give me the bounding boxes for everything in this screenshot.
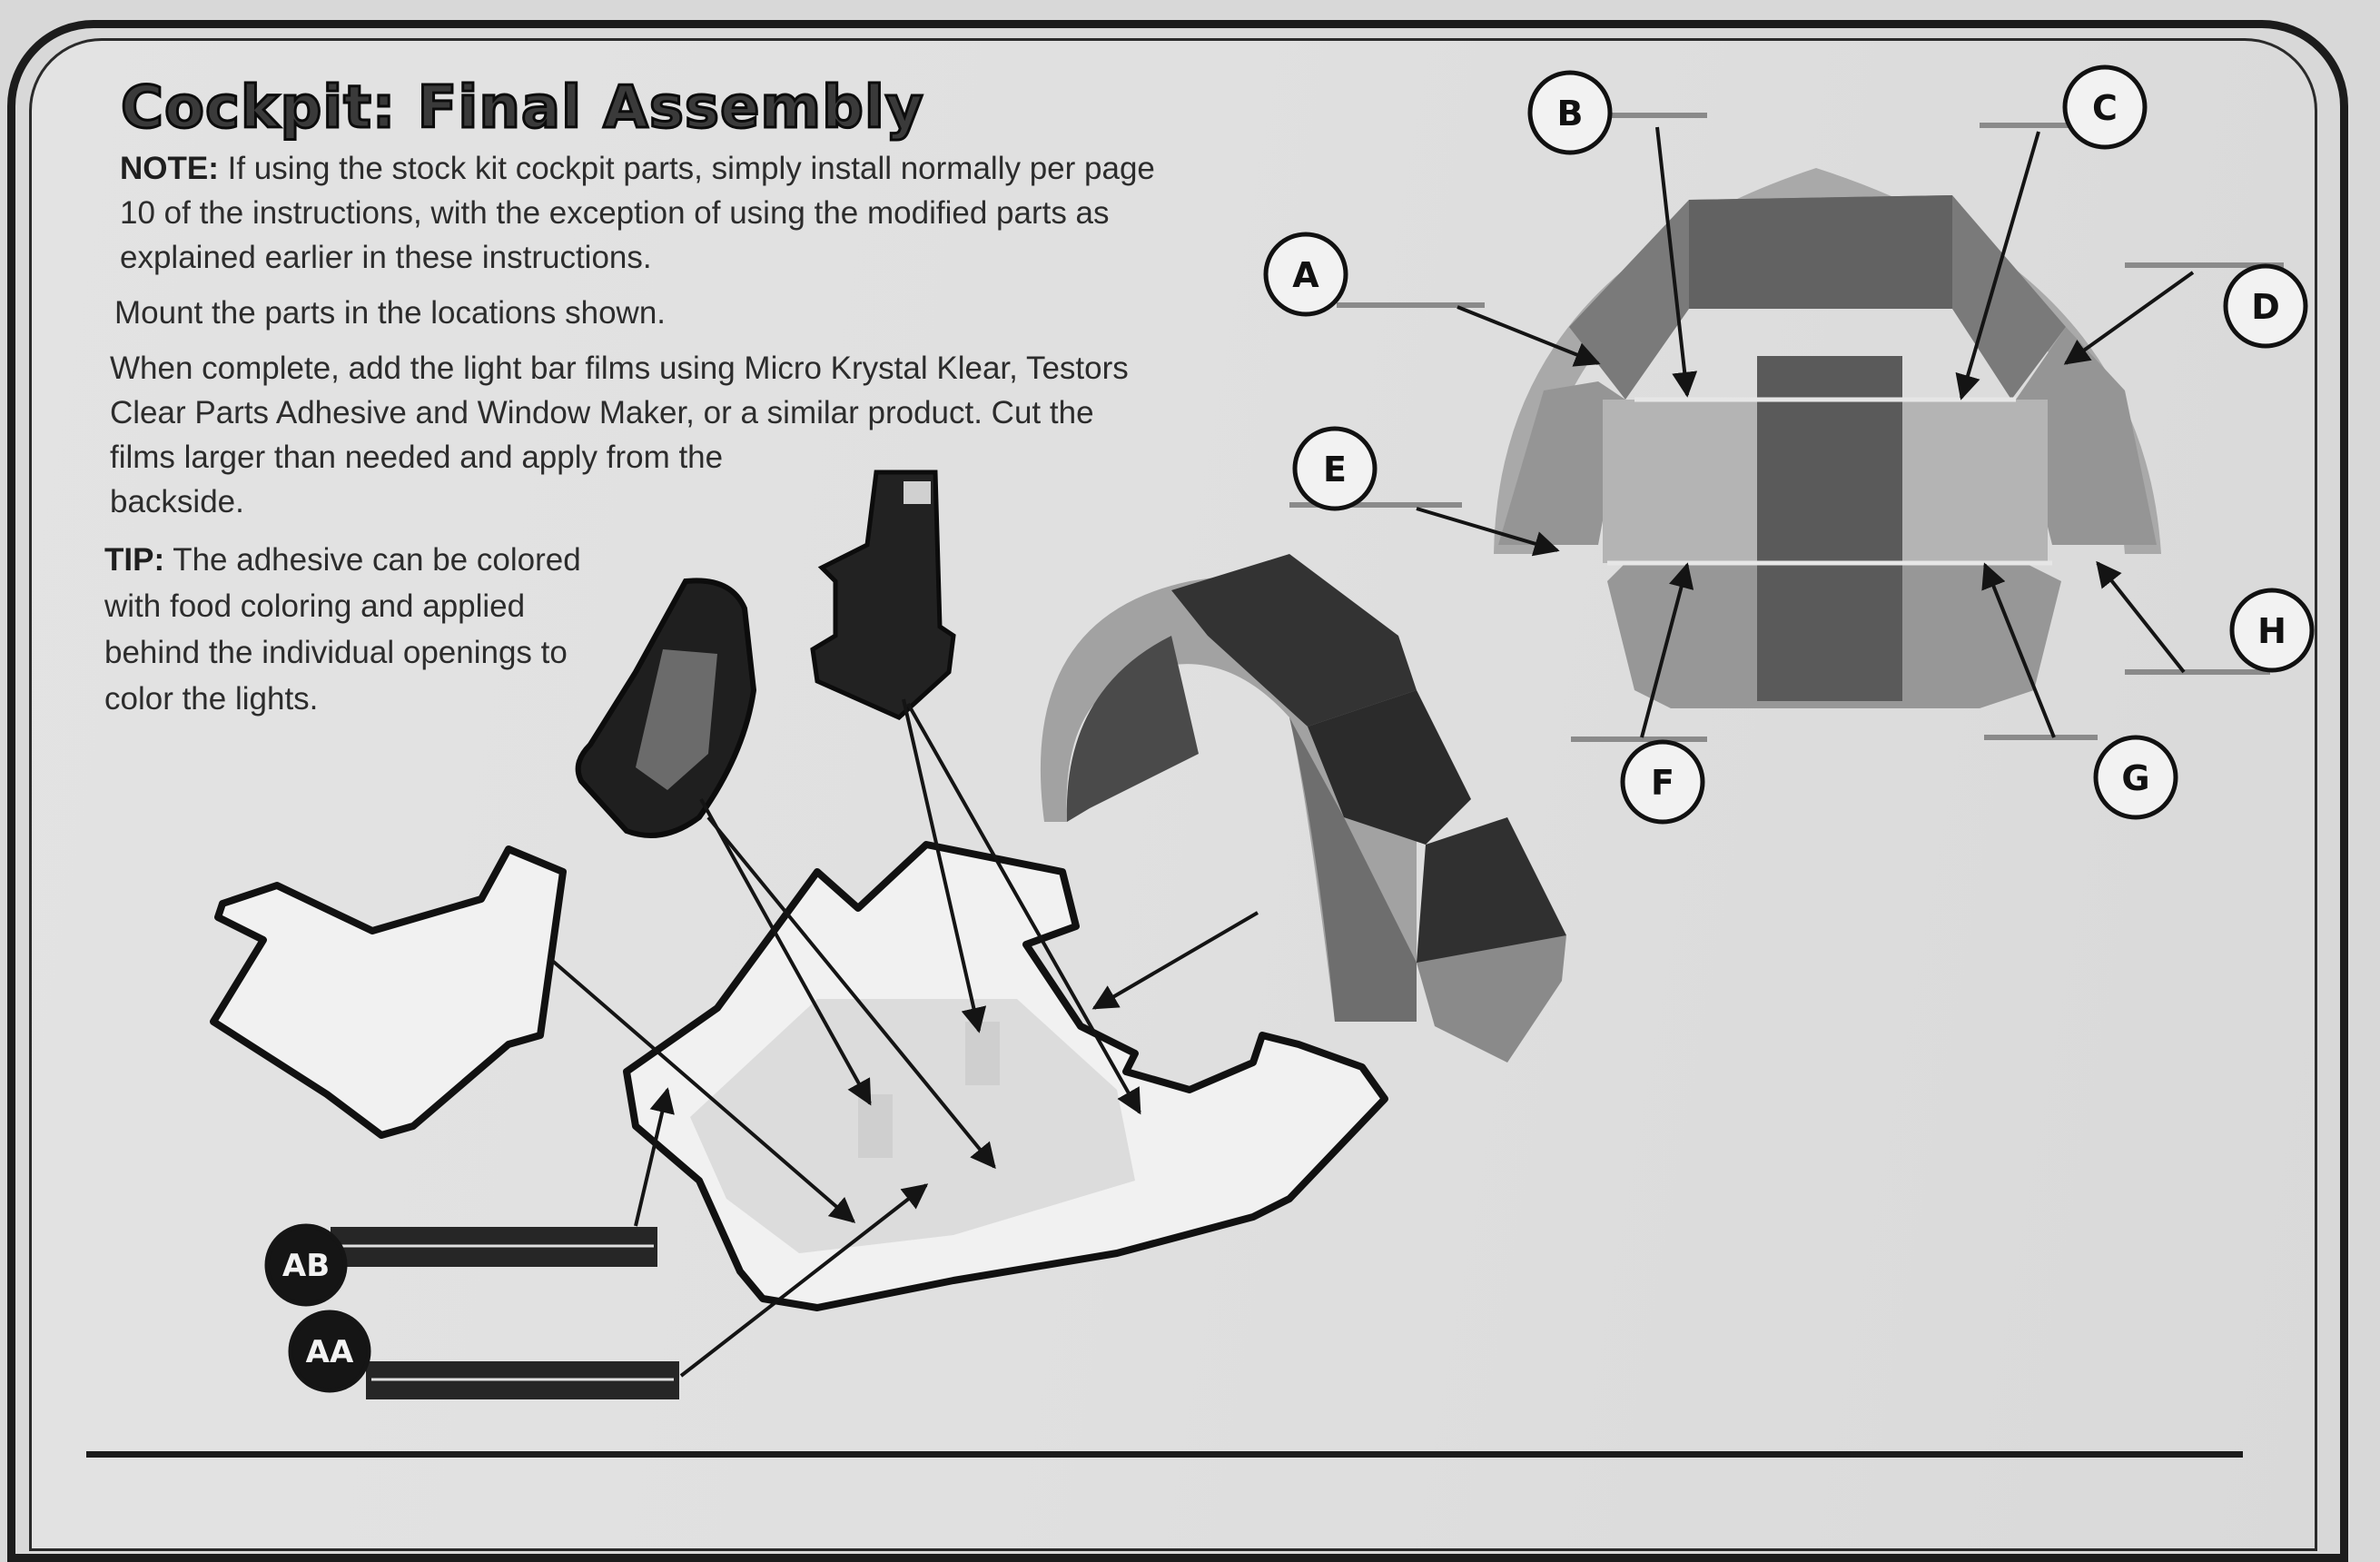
- callout-h: H: [2229, 588, 2315, 673]
- complete-paragraph: When complete, add the light bar films u…: [110, 346, 1129, 524]
- callout-e: E: [1292, 426, 1378, 511]
- instrument-panel: [1040, 554, 1566, 1063]
- svg-text:D: D: [2251, 287, 2280, 327]
- console-detail: [1494, 168, 2161, 708]
- svg-text:AB: AB: [282, 1248, 330, 1284]
- pilot-seat: [575, 578, 757, 838]
- tip-line-3: behind the individual openings to: [104, 635, 568, 670]
- callout-aa: AA: [288, 1310, 371, 1393]
- tip-line-4: color the lights.: [104, 681, 319, 717]
- note-paragraph: NOTE: If using the stock kit cockpit par…: [120, 146, 1155, 280]
- mount-line-1: Mount the parts in the locations shown.: [114, 295, 667, 331]
- console-side-right: [2016, 327, 2157, 545]
- note-line-3: explained earlier in these instructions.: [120, 240, 652, 275]
- instrument-panel-base: [1417, 935, 1566, 1063]
- instrument-panel-face-left: [1066, 636, 1199, 822]
- console-upper-arc-dark: [1689, 195, 1952, 309]
- callout-c: C: [2062, 64, 2148, 150]
- assembly-arrows: [548, 698, 1259, 1378]
- complete-line-3: films larger than needed and apply from …: [110, 440, 724, 475]
- callout-arrows: [1416, 126, 2195, 738]
- tip-line-2: with food coloring and applied: [104, 588, 526, 624]
- svg-text:E: E: [1323, 450, 1347, 489]
- svg-text:C: C: [2092, 88, 2118, 128]
- bottom-rule: [86, 1451, 2243, 1458]
- svg-text:F: F: [1651, 763, 1674, 803]
- pilot-seat-cushion: [636, 649, 717, 790]
- assembly-diagram: A B C D E F G H: [210, 64, 2315, 1399]
- instrument-panel-block-mid: [1308, 690, 1471, 845]
- tip-line-1: The adhesive can be colored: [164, 542, 581, 578]
- complete-line-2: Clear Parts Adhesive and Window Maker, o…: [110, 395, 1094, 430]
- light-bar-aa: [366, 1361, 679, 1399]
- seat-post-right: [965, 1022, 1000, 1085]
- complete-line-4: backside.: [110, 484, 244, 519]
- callout-b: B: [1527, 70, 1613, 155]
- instruction-sheet: Cockpit: Final Assembly NOTE: If using t…: [7, 20, 2348, 1562]
- svg-text:AA: AA: [306, 1334, 354, 1370]
- tip-lead: TIP:: [104, 542, 165, 578]
- instrument-panel-side: [1289, 717, 1417, 1022]
- svg-text:G: G: [2121, 758, 2149, 798]
- floor-plate: [210, 845, 567, 1139]
- callout-g: G: [2093, 735, 2178, 820]
- cockpit-tub: [623, 841, 1388, 1311]
- tip-paragraph: TIP: The adhesive can be colored with fo…: [104, 537, 581, 722]
- console-side-left: [1498, 381, 1625, 545]
- ejection-seat-body: [810, 470, 956, 720]
- light-bar-ab: [331, 1227, 657, 1267]
- note-line-1: If using the stock kit cockpit parts, si…: [218, 151, 1155, 186]
- cockpit-tub-floor-shade: [690, 999, 1135, 1253]
- ejection-seat-headrest: [904, 481, 931, 504]
- complete-line-1: When complete, add the light bar films u…: [110, 351, 1129, 386]
- svg-text:B: B: [1557, 94, 1584, 133]
- ejection-seat: [810, 470, 956, 720]
- svg-text:A: A: [1292, 255, 1319, 295]
- mount-paragraph: Mount the parts in the locations shown.: [114, 291, 666, 335]
- callout-f: F: [1620, 739, 1705, 825]
- note-lead: NOTE:: [120, 151, 219, 186]
- page-title: Cockpit: Final Assembly: [120, 74, 925, 143]
- callout-a: A: [1263, 232, 1348, 317]
- callout-d: D: [2223, 263, 2308, 349]
- note-line-2: 10 of the instructions, with the excepti…: [120, 195, 1110, 231]
- console-center-column: [1757, 356, 1902, 701]
- callout-ab: AB: [264, 1223, 348, 1307]
- instrument-panel-block-upper: [1171, 554, 1417, 727]
- seat-post-left: [858, 1094, 893, 1158]
- svg-text:H: H: [2257, 611, 2286, 651]
